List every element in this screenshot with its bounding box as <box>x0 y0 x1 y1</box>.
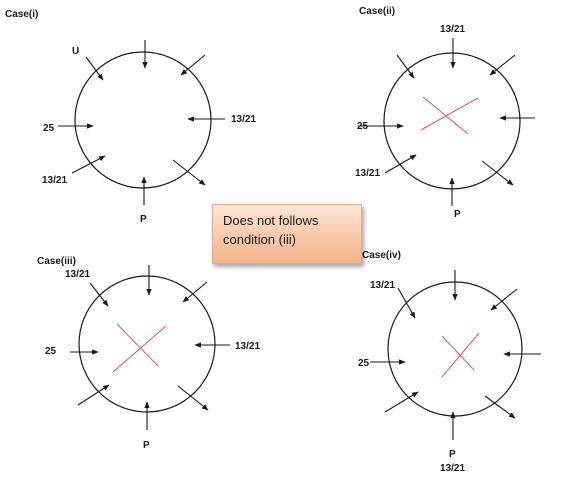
case-2-arrow-top-left <box>396 54 415 79</box>
case-3-arrow-bottom-right <box>177 385 209 411</box>
case-3-label-right: 13/21 <box>235 341 260 352</box>
condition-note-line-2: condition (iii) <box>223 232 296 247</box>
condition-note-line-1: Does not follows <box>223 213 319 228</box>
case-3-label-left: 25 <box>45 346 57 357</box>
case-4-circle <box>387 281 523 417</box>
case-3-label-bottom: P <box>143 440 150 451</box>
case-3-label-top-left: 13/21 <box>65 269 90 280</box>
case-1: Case(i) U 25 13/21 13/21 P <box>5 9 256 225</box>
case-2: Case(ii) 13/21 25 13/21 P <box>355 6 535 220</box>
case-2-arrow-bottom-left <box>384 154 417 174</box>
case-4-arrow-bottom-left <box>384 391 419 413</box>
case-2-label-bottom-left: 13/21 <box>355 168 380 179</box>
case-1-arrow-top-left <box>85 56 104 81</box>
case-4-cross-stroke-a <box>441 335 475 371</box>
condition-note: Does not follows condition (iii) <box>212 204 362 264</box>
case-1-arrow-top-right <box>180 54 206 76</box>
case-4-arrow-bottom-right <box>484 395 516 419</box>
case-3-title: Case(iii) <box>37 256 76 267</box>
case-3-arrow-bottom-left <box>77 384 110 406</box>
case-1-title: Case(i) <box>5 9 38 20</box>
case-4-arrow-top-left <box>397 287 416 319</box>
case-4: Case(iv) 13/21 25 P 13/21 <box>358 250 541 474</box>
case-2-title: Case(ii) <box>359 6 395 17</box>
case-1-circle <box>74 51 212 189</box>
case-3-arrow-top-left <box>89 282 109 307</box>
case-4-title: Case(iv) <box>362 250 401 261</box>
case-1-label-bottom: P <box>140 214 147 225</box>
case-2-label-left: 25 <box>357 121 369 132</box>
case-1-label-right: 13/21 <box>231 114 256 125</box>
case-1-label-u: U <box>72 46 79 57</box>
case-3-cross-stroke-a <box>116 323 159 367</box>
case-1-arrow-bottom-right <box>172 159 206 186</box>
case-4-label-bottom: P <box>449 449 456 460</box>
case-3: Case(iii) 13/21 25 13/21 P <box>37 256 260 451</box>
case-1-label-left: 25 <box>43 123 55 134</box>
case-2-cross-stroke-a <box>422 96 469 135</box>
case-1-label-bottom-left: 13/21 <box>42 175 67 186</box>
case-4-label-left: 25 <box>358 358 370 369</box>
case-2-label-bottom: P <box>454 209 461 220</box>
case-4-label-top-left: 13/21 <box>370 280 395 291</box>
case-2-label-top: 13/21 <box>440 24 465 35</box>
case-4-label-bottom-value: 13/21 <box>440 463 465 474</box>
case-2-arrow-top-right <box>489 54 516 76</box>
case-2-arrow-bottom-right <box>481 160 514 186</box>
case-2-cross-stroke-b <box>420 97 479 131</box>
case-4-cross-stroke-b <box>441 332 480 378</box>
case-1-arrow-bottom-left <box>71 155 106 174</box>
case-3-arrow-top-right <box>182 281 208 303</box>
case-3-cross-stroke-b <box>112 325 167 373</box>
case-4-arrow-top-right <box>490 288 518 311</box>
